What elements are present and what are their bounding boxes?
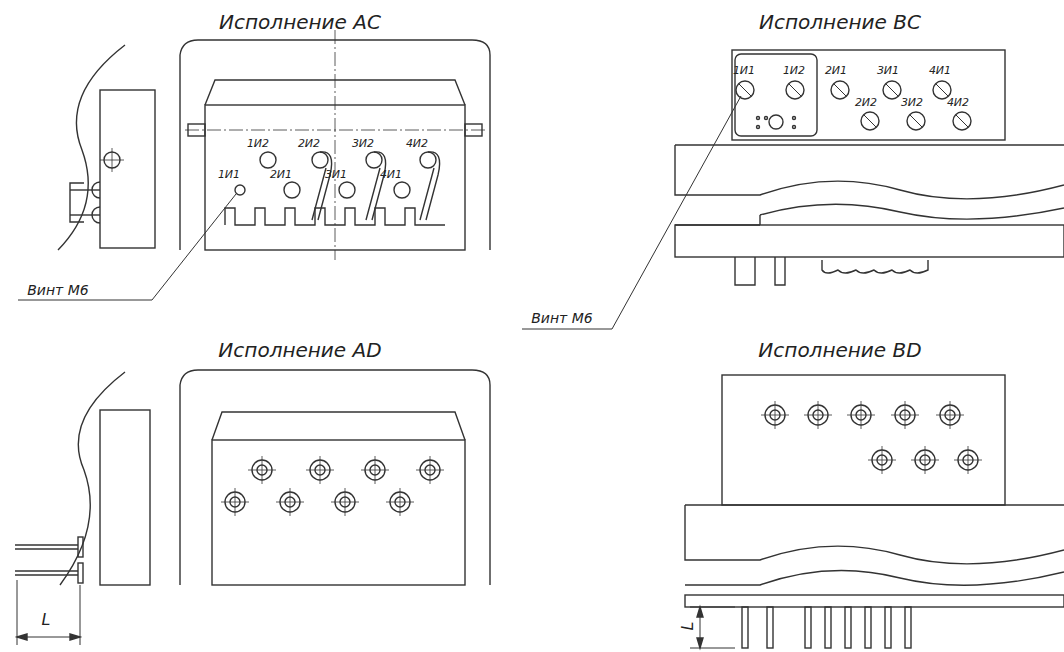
terminal-label: 1И1 <box>218 169 240 180</box>
view-title: Исполнение BC <box>759 12 921 32</box>
terminal-screw <box>804 401 832 429</box>
view-title: Исполнение BD <box>758 340 921 360</box>
terminal-label: 1И2 <box>783 65 805 76</box>
terminal-label: 4И2 <box>406 138 428 149</box>
terminal-screw <box>248 456 276 484</box>
terminal-label: 3И1 <box>325 169 347 180</box>
terminal-pin <box>825 607 831 648</box>
terminal-screw <box>911 446 939 474</box>
terminal-screw <box>847 401 875 429</box>
terminal-screw <box>386 488 414 516</box>
terminal-pin <box>742 607 748 648</box>
terminal-label: 3И2 <box>901 97 923 108</box>
terminal-screw <box>306 456 334 484</box>
terminal-pin <box>767 607 773 648</box>
terminal-label: 2И1 <box>825 65 847 76</box>
callout-note: Винт М6 <box>27 283 88 297</box>
view-title: Исполнение AC <box>219 12 381 32</box>
terminal-screw <box>331 488 359 516</box>
terminal-label: 4И1 <box>929 65 951 76</box>
terminal-screw <box>221 488 249 516</box>
terminal-label: 2И2 <box>298 138 320 149</box>
terminal-pin <box>905 607 911 648</box>
terminal-screw <box>954 446 982 474</box>
terminal-pin <box>865 607 871 648</box>
terminal-label: 3И1 <box>877 65 899 76</box>
terminal-pin <box>845 607 851 648</box>
terminal-screw <box>936 401 964 429</box>
terminal-label: 1И2 <box>247 138 269 149</box>
terminal-screw <box>891 401 919 429</box>
terminal-label: 4И2 <box>947 97 969 108</box>
terminal-label: 3И2 <box>352 138 374 149</box>
dimension-label: L <box>42 612 51 628</box>
terminal-label: 2И2 <box>855 97 877 108</box>
terminal-screw <box>276 488 304 516</box>
terminal-pin <box>805 607 811 648</box>
terminal-screw <box>761 401 789 429</box>
terminal-screw <box>416 456 444 484</box>
terminal-screw <box>361 456 389 484</box>
view-title: Исполнение AD <box>218 340 381 360</box>
terminal-screw <box>868 446 896 474</box>
callout-note: Винт М6 <box>531 311 592 325</box>
terminal-pin <box>885 607 891 648</box>
terminal-label: 2И1 <box>270 169 292 180</box>
terminal-label: 4И1 <box>380 169 402 180</box>
terminal-label: 1И1 <box>733 65 755 76</box>
dimension-label: L <box>680 622 696 631</box>
